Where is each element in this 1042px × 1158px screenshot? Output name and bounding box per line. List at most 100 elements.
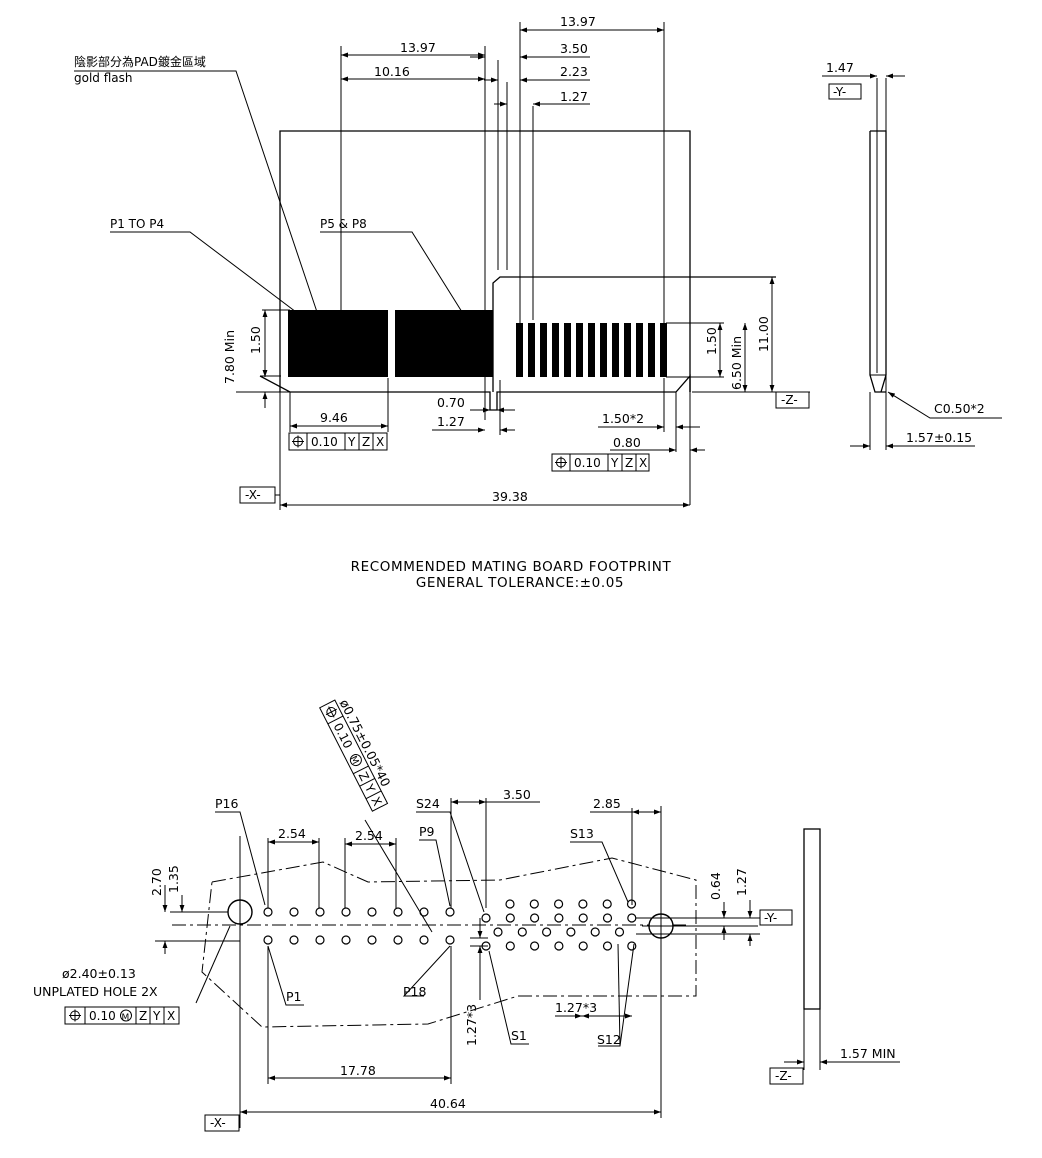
hole-fcf-modifier: M: [348, 755, 360, 766]
finger-pad: [576, 323, 583, 377]
dim-2-23-text: 2.23: [560, 64, 588, 79]
p18-label: P18: [403, 984, 426, 999]
dim-1-27-text: 1.27: [560, 89, 588, 104]
plated-hole: [627, 941, 637, 951]
plated-hole: [341, 935, 351, 945]
datum-z-fp-box: [769, 1067, 804, 1085]
footprint-view: 2.70 1.35 2.54 2.54 3.50 2.85 0.64 1.27: [33, 697, 900, 1132]
p9-leader: [419, 839, 451, 907]
plated-hole: [553, 899, 564, 909]
plated-holes: [263, 899, 637, 951]
plated-hole: [445, 907, 455, 917]
dim-13-97-b-text: 13.97: [560, 14, 596, 29]
plated-hole: [529, 941, 540, 951]
dim-40-64-text: 40.64: [430, 1096, 466, 1111]
dim-11-00-text: 11.00: [756, 316, 771, 352]
mmc-icon: [349, 754, 362, 767]
plated-hole: [614, 927, 625, 937]
fcf-unplated-ref-2: Y: [152, 1009, 161, 1023]
fcf-left-ref-1: Y: [347, 435, 356, 449]
finger-pad: [600, 323, 607, 377]
plated-hole: [315, 907, 325, 917]
plated-hole: [566, 927, 576, 937]
thickness-text: 1.57±0.15: [906, 430, 972, 445]
plated-hole: [578, 899, 588, 909]
mating-board-side: [803, 828, 821, 1010]
plated-hole: [393, 935, 403, 945]
plated-hole: [602, 941, 613, 951]
plated-hole: [541, 927, 552, 937]
s24-label: S24: [416, 796, 440, 811]
datum-x-fp-label: -X-: [210, 1116, 226, 1130]
fcf-unplated: 0.10 M Z Y X: [64, 1006, 180, 1025]
dim-10-16-text: 10.16: [374, 64, 410, 79]
dim-1-47-text: 1.47: [826, 60, 854, 75]
dim-2-54-a-text: 2.54: [278, 826, 306, 841]
finger-pads: [516, 323, 667, 377]
pad-block-p5-p8: [395, 310, 493, 377]
side-board-right: [870, 130, 887, 393]
gold-flash-cn: 陰影部分為PAD鍍金區域: [74, 54, 206, 69]
dim-6-50-text: 6.50 Min: [729, 336, 744, 390]
finger-pad: [660, 323, 667, 377]
dim-0-70-text: 0.70: [437, 395, 465, 410]
dim-1-27-fp-text: 1.27: [734, 868, 749, 896]
plated-hole: [554, 913, 564, 923]
s12-label: S12: [597, 1032, 621, 1047]
fcf-right: 0.10 Y Z X: [551, 453, 650, 472]
dim-1-27x3-v-text: 1.27*3: [464, 1004, 479, 1046]
plated-hole: [289, 935, 299, 945]
dim-9-46-text: 9.46: [320, 410, 348, 425]
dim-2-85-text: 2.85: [593, 796, 621, 811]
datum-z-label: -Z-: [781, 393, 798, 407]
p1-p4-leader: [110, 231, 301, 316]
plated-hole: [578, 913, 588, 923]
plated-hole: [529, 913, 540, 923]
s12-leader-2: [617, 943, 621, 1047]
p1-label: P1: [286, 989, 302, 1004]
finger-pad: [588, 323, 595, 377]
fcf-left: 0.10 Y Z X: [288, 432, 388, 451]
dim-0-64-text: 0.64: [708, 872, 723, 900]
plated-hole: [289, 907, 299, 917]
plated-hole: [505, 899, 515, 909]
dim-1-57-text: 1.57 MIN: [840, 1046, 896, 1061]
datum-y-label: -Y-: [833, 85, 846, 99]
dim-3-50-text: 3.50: [560, 41, 588, 56]
plated-hole: [627, 913, 637, 923]
datum-y-fp-box: [759, 909, 793, 926]
unplated-note: UNPLATED HOLE 2X: [33, 984, 158, 999]
p9-label: P9: [419, 824, 435, 839]
fcf-right-ref-3: X: [639, 456, 647, 470]
dim-39-38-text: 39.38: [492, 489, 528, 504]
side-board-left: [869, 131, 886, 393]
s13-label: S13: [570, 826, 594, 841]
fcf-right-ref-2: Z: [625, 456, 633, 470]
plated-hole: [393, 907, 403, 917]
hole-spec-leader: [364, 819, 433, 933]
fcf-left-ref-2: Z: [362, 435, 370, 449]
s1-label: S1: [511, 1028, 527, 1043]
dim-2-70-text: 2.70: [149, 868, 164, 896]
datum-z-box: [775, 391, 810, 409]
dim-1-50-left-text: 1.50: [248, 326, 263, 354]
dim-2-54-b-text: 2.54: [355, 828, 383, 843]
datum-y-fp-label: -Y-: [764, 911, 777, 925]
dim-1-50x2-text: 1.50*2: [602, 411, 644, 426]
p16-label: P16: [215, 796, 238, 811]
card-top-view: 13.97 10.16 13.97 3.50 2.23 1.27 陰影部分為PA…: [74, 14, 810, 510]
finger-pad: [528, 323, 535, 377]
p18-leader: [402, 945, 451, 997]
plated-hole: [602, 913, 613, 923]
fcf-right-value: 0.10: [574, 456, 601, 470]
unplated-dia: ø2.40±0.13: [62, 966, 136, 981]
plated-hole: [493, 927, 503, 937]
finger-pad: [540, 323, 547, 377]
dim-1-50-right-text: 1.50: [704, 327, 719, 355]
plated-hole: [419, 935, 429, 945]
datum-x-fp-box: [204, 1114, 240, 1132]
finger-pad: [648, 323, 655, 377]
finger-pad: [564, 323, 571, 377]
p16-leader: [215, 811, 266, 906]
